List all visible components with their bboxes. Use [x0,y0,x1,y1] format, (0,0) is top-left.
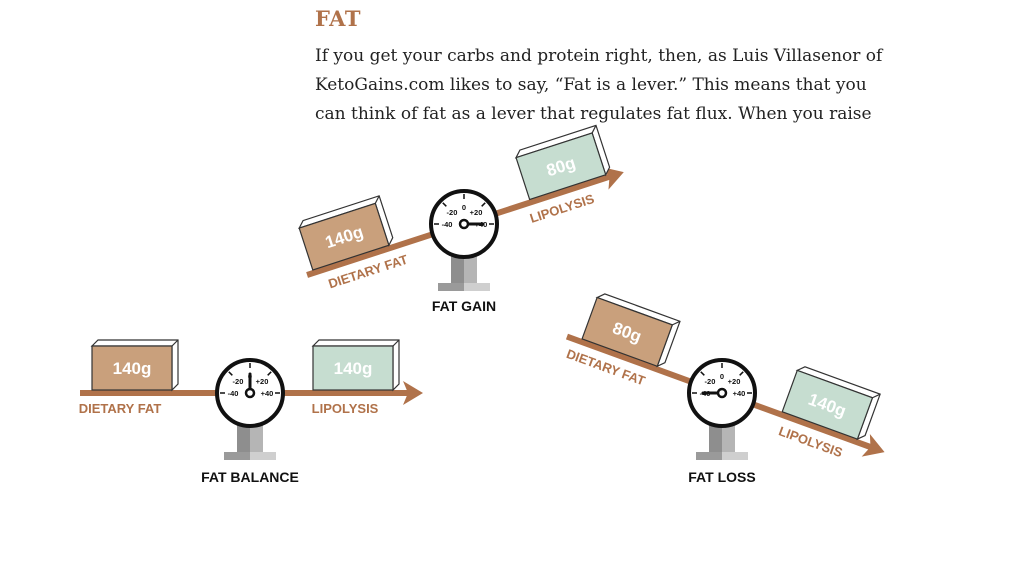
fat-loss-lever-arrowhead [861,434,885,457]
fat-balance-lipolysis-box-face [312,345,394,391]
fat-gain-lipolysis-box: 80g [514,124,611,201]
fat-balance-lipolysis-box-value: 140g [334,359,373,378]
fat-balance-dietary-box: 140g [90,339,179,392]
fat-balance-gauge-tick-label: +20 [256,377,269,386]
fat-loss-gauge-stand-shade [709,424,722,454]
fat-balance-dietary-label: DIETARY FAT [79,401,162,416]
fat-loss-caption: FAT LOSS [688,469,755,485]
fat-gain-gauge-tick-label: -40 [442,220,453,229]
fat-balance-gauge: -40-200+20+40 [215,358,285,460]
fat-balance-dietary-box-edge-line [171,339,179,347]
paragraph-line-2: KetoGains.com likes to say, “Fat is a le… [315,75,867,95]
fat-loss-gauge-hub [716,387,728,399]
fat-balance-lever-arrowhead [403,381,423,405]
fat-gain-gauge-tick [442,202,447,207]
fat-balance-caption: FAT BALANCE [201,469,299,485]
fat-balance-lipolysis-box-edge-line [392,339,400,347]
fat-balance-dietary-box-value: 140g [113,359,152,378]
fat-loss-gauge-tick-label: 0 [720,372,724,381]
fat-gain-gauge-tick-label: -20 [447,208,458,217]
fat-gain-gauge-stand-shade [451,255,464,285]
fat-loss-lipolysis-box-edge-line [872,393,881,399]
body-paragraph: If you get your carbs and protein right,… [315,42,895,129]
fat-balance-gauge-hub [244,387,256,399]
fat-gain-lipolysis-box-face [515,132,607,201]
fat-gain-gauge: -40-200+20+40 [429,189,499,291]
section-heading: FAT [315,6,361,31]
fat-loss-dietary-box-face [581,296,674,368]
fat-loss-gauge-tick [700,371,705,376]
fat-balance-gauge-tick [228,371,233,376]
fat-loss-dietary-box: 80g [581,293,681,368]
fat-gain-gauge-tick [481,202,486,207]
fat-balance-lipolysis-box: 140g [311,339,400,392]
fat-balance-gauge-tick [267,371,272,376]
fat-gain-lipolysis-box-edge-line [591,125,597,134]
fat-balance-gauge-base-shade [224,452,250,460]
fat-balance-gauge-tick-label: -20 [233,377,244,386]
fat-gain-gauge-hub [458,218,470,230]
fat-loss-dietary-box-edge-line [672,320,681,326]
fat-loss-gauge: -40-200+20+40 [687,358,757,460]
fat-balance-gauge-stand-shade [237,424,250,454]
fat-balance-gauge-tick-label: +40 [261,389,274,398]
fat-loss-lipolysis-box: 140g [781,366,881,441]
fat-balance-dietary-box-face [91,345,173,391]
fat-loss-gauge-base-shade [696,452,722,460]
fat-loss-gauge-tick [739,371,744,376]
fat-loss-gauge-tick-label: +40 [733,389,746,398]
fat-loss-gauge-tick-label: +20 [728,377,741,386]
fat-gain-gauge-base-shade [438,283,464,291]
fat-gain-dietary-box: 140g [298,195,394,271]
paragraph-line-3: can think of fat as a lever that regulat… [315,104,872,124]
fat-balance-gauge-tick-label: -40 [228,389,239,398]
fat-gain-dietary-box-edge-line [374,195,380,204]
fat-gain-dietary-box-face [298,202,390,271]
paragraph-line-1: If you get your carbs and protein right,… [315,46,883,66]
fat-gain-gauge-tick-label: 0 [462,203,466,212]
fat-loss-gauge-tick-label: -20 [705,377,716,386]
fat-balance-lipolysis-label: LIPOLYSIS [312,401,379,416]
fat-gain-caption: FAT GAIN [432,298,496,314]
fat-loss-lipolysis-box-face [781,369,874,440]
fat-gain-gauge-tick-label: +20 [470,208,483,217]
